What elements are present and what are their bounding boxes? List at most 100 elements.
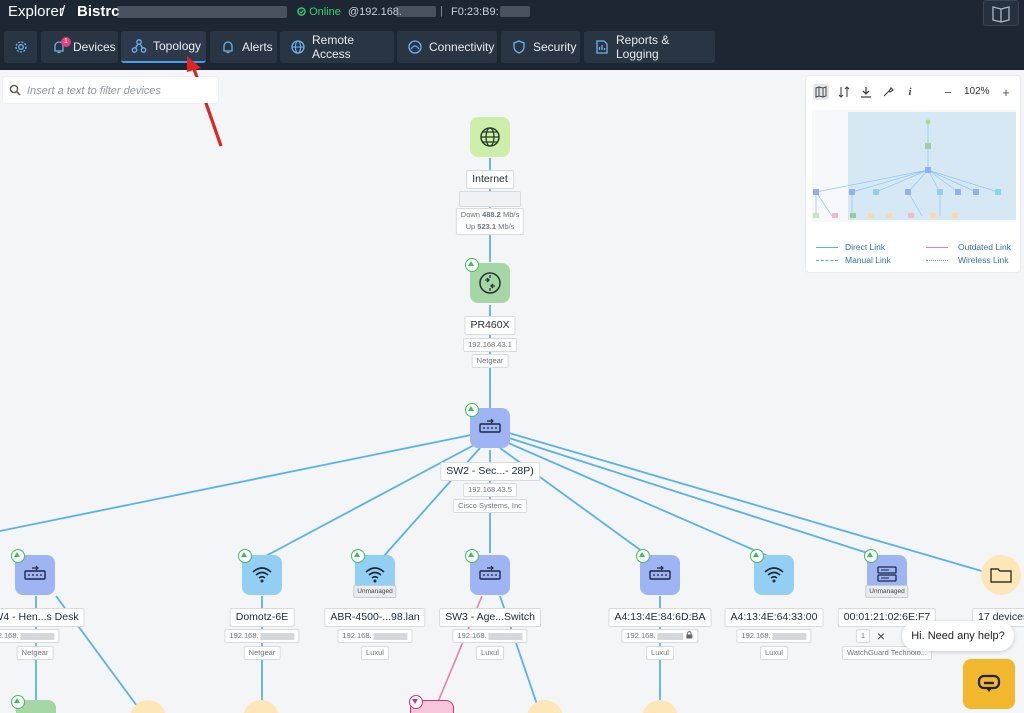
- a4ba-name[interactable]: A4:13:4E:84:6D:BA: [608, 608, 712, 627]
- chat-close-button[interactable]: ×: [876, 628, 886, 644]
- topology-canvas[interactable]: Internet Down 488.2 Mb/s Up 523.1 Mb/s P…: [0, 70, 1024, 713]
- reports-icon: [596, 40, 608, 54]
- sort-button[interactable]: [836, 84, 852, 100]
- sw3-ip: 192.168.: [452, 629, 528, 643]
- tab-reports-logging-label: Reports & Logging: [616, 33, 670, 61]
- sw3-node[interactable]: [470, 555, 510, 595]
- internet-speed: Down 488.2 Mb/s Up 523.1 Mb/s: [455, 208, 525, 235]
- a4300-node[interactable]: [754, 555, 794, 595]
- sw2-name[interactable]: SW2 - Sec...- 28P): [440, 462, 540, 481]
- tools-button[interactable]: [880, 84, 896, 100]
- search-icon: [9, 84, 21, 96]
- abr-name[interactable]: ABR-4500-...98.lan: [324, 608, 426, 627]
- legend-manual: Manual Link: [845, 255, 891, 265]
- sw2-vendor: Cisco Systems, Inc: [453, 499, 527, 513]
- tab-settings[interactable]: [4, 31, 37, 63]
- internet-name[interactable]: Internet: [466, 170, 514, 189]
- switch-icon: [479, 418, 501, 433]
- redacted-ip: [373, 632, 408, 640]
- tab-alerts[interactable]: Alerts: [210, 31, 277, 63]
- domotz-name[interactable]: Domotz-6E: [229, 608, 295, 627]
- tab-devices-label: Devices: [73, 40, 116, 54]
- main-nav: 1 Devices Topology Alerts Remote Access …: [0, 30, 1024, 66]
- link-sw2-a4300: [505, 441, 771, 558]
- devices-badge: 1: [61, 37, 71, 47]
- tab-reports-logging[interactable]: Reports & Logging: [584, 31, 715, 63]
- download-button[interactable]: [858, 84, 874, 100]
- a4300-name[interactable]: A4:13:4E:64:33:00: [724, 608, 824, 627]
- device-group-node[interactable]: [981, 555, 1021, 595]
- map-view-button[interactable]: [813, 84, 829, 100]
- redacted-ip: [772, 632, 807, 640]
- abr-unmanaged-tag: Unmanaged: [353, 585, 397, 598]
- a4300-ip: 192.168.: [736, 629, 812, 643]
- a4ba-node[interactable]: [640, 555, 680, 595]
- status-online: Online: [297, 6, 341, 18]
- ef-ip: 1: [855, 629, 871, 643]
- device-filter[interactable]: [3, 77, 218, 103]
- app-title[interactable]: Explorer: [8, 3, 64, 20]
- child-node-status-up: [11, 695, 25, 709]
- ef-name[interactable]: 00:01:21:02:6E:F7: [837, 608, 937, 627]
- switch-icon: [24, 565, 46, 580]
- title-row: Explorer / Bistrc Online @192.168. | F0:…: [0, 0, 1024, 26]
- legend-direct-swatch: [816, 247, 838, 248]
- router-vendor: Netgear: [471, 354, 509, 368]
- tab-devices[interactable]: 1 Devices: [41, 31, 118, 63]
- redacted-ip: [20, 632, 55, 640]
- child-node-group[interactable]: [527, 700, 563, 713]
- bell-icon: [223, 41, 233, 54]
- ef-status-up: [864, 549, 878, 563]
- status-online-label: Online: [309, 6, 341, 18]
- tab-topology-label: Topology: [153, 39, 202, 53]
- download-icon: [861, 87, 871, 98]
- router-name[interactable]: PR460X: [464, 316, 516, 335]
- sw2-ip: 192.168.43.5: [463, 483, 517, 497]
- tab-security[interactable]: Security: [501, 31, 580, 63]
- link-sw2-group: [508, 432, 986, 573]
- switch-icon: [649, 565, 671, 580]
- redacted-mac: [500, 6, 530, 17]
- internet-download: Down 488.2 Mb/s: [460, 210, 520, 219]
- folder-icon: [990, 568, 1012, 583]
- globe-icon: [480, 127, 500, 147]
- chat-launcher-button[interactable]: [963, 659, 1015, 709]
- topology-icon: [131, 39, 147, 53]
- tools-icon: [883, 87, 894, 97]
- topology-overview: i − 102% +: [806, 76, 1020, 272]
- sw3-status-up: [465, 549, 479, 563]
- a4300-status-up: [750, 549, 764, 563]
- tab-remote-access-label: Remote Access: [312, 33, 355, 61]
- link-sw2-sw4: [0, 434, 472, 532]
- info-icon[interactable]: i: [908, 86, 912, 98]
- zoom-level: 102%: [964, 86, 990, 97]
- child-node-router[interactable]: [16, 700, 56, 713]
- status-ip: @192.168.: [348, 6, 402, 18]
- tab-connectivity[interactable]: Connectivity: [397, 31, 497, 63]
- child-node-group[interactable]: [642, 700, 678, 713]
- map-icon: [815, 86, 827, 98]
- domotz-status-up: [238, 549, 252, 563]
- child-node-group[interactable]: [243, 700, 279, 713]
- zoom-in-button[interactable]: +: [998, 84, 1014, 100]
- redacted-ip: [260, 632, 295, 640]
- redacted-ip: [488, 632, 523, 640]
- internet-node[interactable]: [470, 117, 510, 157]
- sw3-name[interactable]: SW3 - Age...Switch: [439, 608, 541, 627]
- child-node-group[interactable]: [130, 700, 166, 713]
- router-ip: 192.168.43.1: [463, 338, 517, 352]
- zoom-out-button[interactable]: −: [940, 84, 956, 100]
- sw4-name[interactable]: W4 - Hen...s Desk: [0, 608, 85, 627]
- tab-topology[interactable]: Topology: [121, 31, 206, 63]
- plus-icon: +: [1002, 84, 1010, 100]
- redacted-ip: [396, 6, 436, 17]
- filter-input[interactable]: [25, 81, 214, 101]
- minimap-viewport[interactable]: [812, 110, 1016, 222]
- sw4-ip: 192.168.: [0, 629, 60, 643]
- site-name[interactable]: Bistrc: [77, 3, 120, 20]
- chat-greeting[interactable]: Hi. Need any help?: [902, 621, 1014, 651]
- abr-status-up: [351, 549, 365, 563]
- tab-remote-access[interactable]: Remote Access: [280, 31, 394, 63]
- minimap-graph: [813, 112, 1016, 220]
- book-button[interactable]: [983, 0, 1019, 26]
